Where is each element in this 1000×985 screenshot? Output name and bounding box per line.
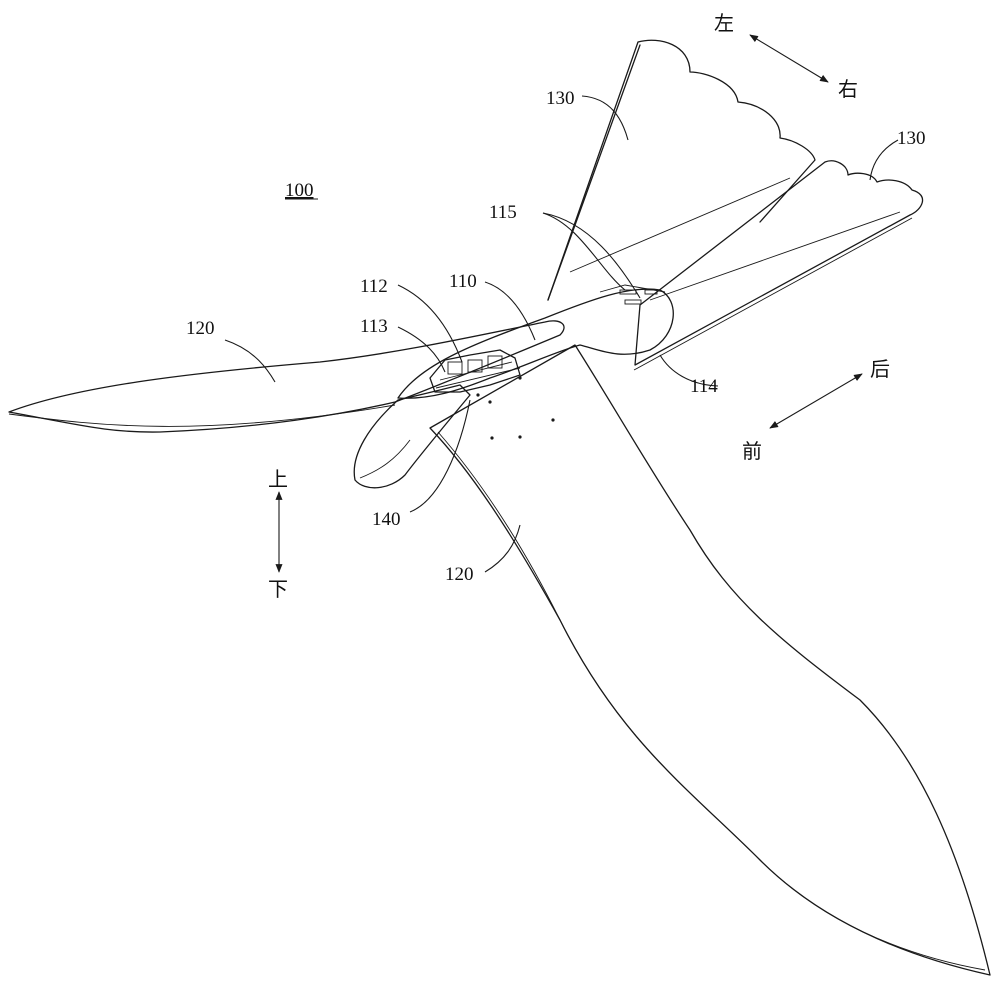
front-back-arrow: [770, 374, 862, 428]
label-115: 115: [489, 202, 517, 223]
label-130-right: 130: [897, 128, 926, 149]
direction-back: 后: [870, 357, 890, 381]
label-120-left: 120: [186, 318, 215, 339]
label-114: 114: [690, 376, 718, 397]
tail-fin-right: [634, 161, 923, 370]
wing-left: [9, 321, 564, 432]
tail-fin-upper: [548, 40, 815, 300]
joint-mechanism: [430, 350, 520, 392]
direction-front: 前: [742, 439, 762, 463]
direction-left: 左: [714, 11, 734, 35]
label-120-right: 120: [445, 564, 474, 585]
tail-slots: [620, 290, 657, 304]
label-140: 140: [372, 509, 401, 530]
left-right-arrow: [750, 35, 828, 82]
direction-down: 下: [268, 577, 288, 601]
wing-right: [430, 345, 990, 975]
label-100-assembly: 100: [285, 180, 314, 201]
direction-arrows: [279, 35, 862, 572]
drive-module: [354, 385, 470, 488]
body-shell: [398, 285, 673, 398]
label-112: 112: [360, 276, 388, 297]
direction-up: 上: [268, 467, 288, 491]
direction-right: 右: [838, 77, 858, 101]
label-110: 110: [449, 271, 477, 292]
label-113: 113: [360, 316, 388, 337]
label-130-upper: 130: [546, 88, 575, 109]
